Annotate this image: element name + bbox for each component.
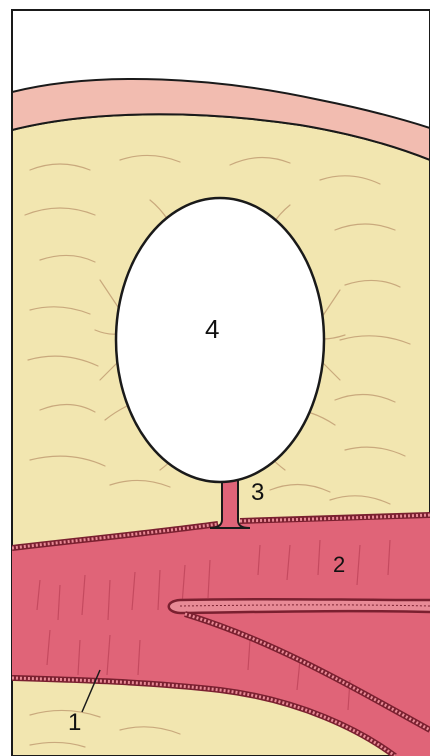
- label-4: 4: [205, 314, 219, 344]
- label-3: 3: [251, 479, 264, 506]
- vessel-inner-fold: [169, 599, 430, 613]
- label-1: 1: [68, 709, 81, 736]
- label-2: 2: [333, 552, 345, 577]
- cyst-oval: [116, 198, 324, 482]
